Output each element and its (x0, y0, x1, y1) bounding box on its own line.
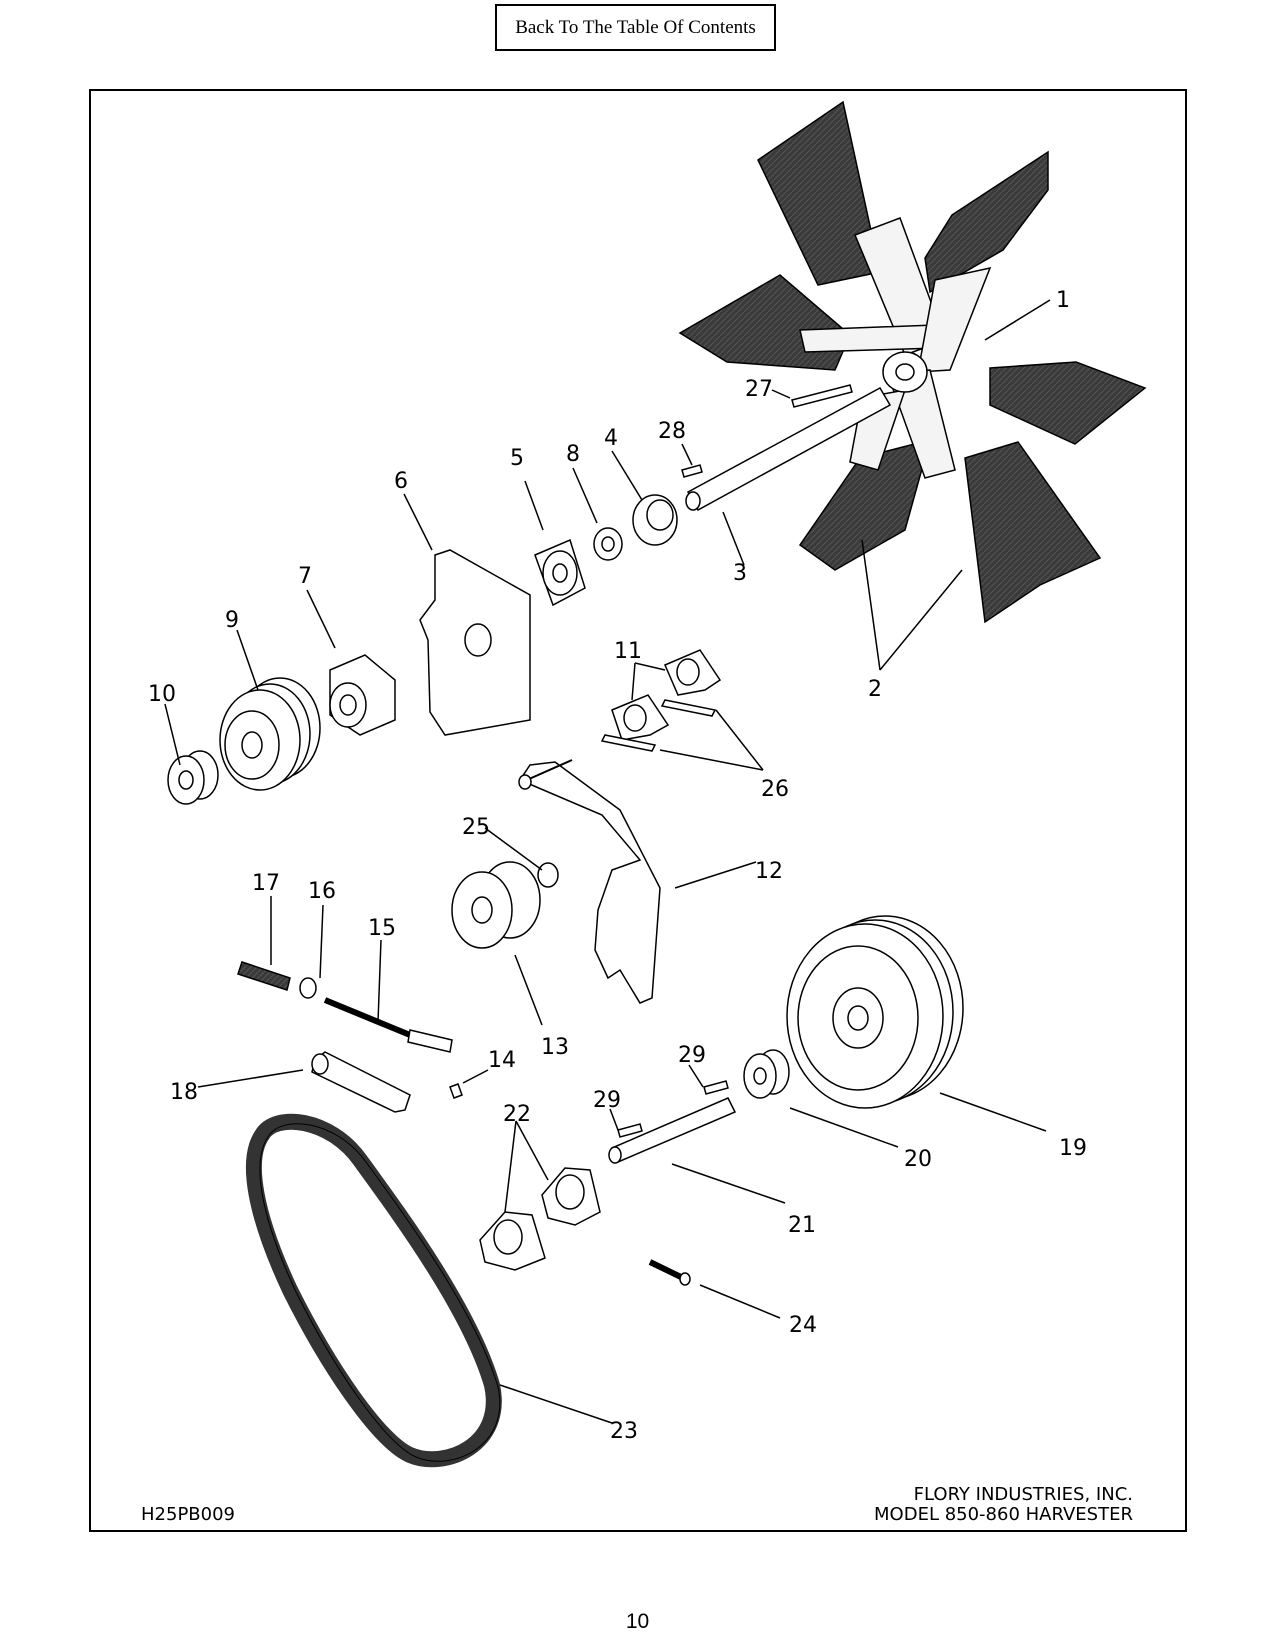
compression-spring (237, 961, 291, 991)
v-belt (245, 1113, 502, 1468)
shaft-key (703, 1080, 729, 1095)
callout-20: 20 (904, 1147, 932, 1172)
shaft-key (681, 464, 703, 478)
fan-paddle (924, 150, 1049, 294)
shaft-key (617, 1123, 643, 1138)
callout-6: 6 (394, 469, 408, 494)
taper-bushing (167, 750, 219, 805)
spring-washer (299, 977, 317, 999)
callout-21: 21 (788, 1213, 816, 1238)
company-name: FLORY INDUSTRIES, INC. (914, 1484, 1133, 1505)
callout-29: 29 (593, 1088, 621, 1113)
callout-11: 11 (614, 639, 642, 664)
jackshaft (608, 1080, 737, 1164)
tensioner-parts (237, 961, 463, 1113)
fan-shaft-group (534, 384, 892, 607)
fan-paddle-assembly (678, 100, 1147, 624)
fan-spider-arm (917, 266, 992, 373)
tension-cylinder (311, 1051, 411, 1113)
driven-sheave (743, 915, 964, 1109)
callout-4: 4 (604, 426, 618, 451)
callout-29: 29 (678, 1043, 706, 1068)
shim-plate (600, 734, 657, 752)
fan-paddle (989, 361, 1147, 445)
fan-spider-arm (799, 324, 939, 353)
callout-26: 26 (761, 777, 789, 802)
callout-12: 12 (755, 859, 783, 884)
callout-10: 10 (148, 682, 176, 707)
title-block: H25PB009 FLORY INDUSTRIES, INC. MODEL 85… (141, 1484, 1133, 1525)
callout-8: 8 (566, 442, 580, 467)
flange-bearing-rear (329, 654, 396, 736)
fan-paddle (678, 274, 851, 371)
fan-paddle (757, 100, 881, 286)
lower-pillow-blocks (479, 1167, 601, 1271)
callout-25: 25 (462, 815, 490, 840)
callout-28: 28 (658, 419, 686, 444)
callout-9: 9 (225, 608, 239, 633)
spacer (537, 862, 559, 888)
callout-22: 22 (503, 1102, 531, 1127)
drive-pulley (219, 677, 321, 791)
leader-lines (164, 299, 1051, 1424)
callout-23: 23 (610, 1419, 638, 1444)
callout-18: 18 (170, 1080, 198, 1105)
idler-arm-bracket (518, 759, 661, 1004)
page-number: 10 (625, 1610, 650, 1633)
callout-15: 15 (368, 916, 396, 941)
callout-19: 19 (1059, 1136, 1087, 1161)
idler-pulley (451, 861, 559, 949)
back-to-toc-link[interactable]: Back To The Table Of Contents (495, 4, 776, 51)
model-name: MODEL 850-860 HARVESTER (874, 1504, 1133, 1525)
callout-1: 1 (1056, 288, 1070, 313)
fan-paddle (964, 441, 1102, 624)
shim-plate (660, 699, 717, 717)
roll-pin (449, 1083, 463, 1099)
bearing-mount-plate (419, 549, 531, 736)
callout-5: 5 (510, 446, 524, 471)
callout-13: 13 (541, 1035, 569, 1060)
callout-24: 24 (789, 1313, 817, 1338)
callout-27: 27 (745, 377, 773, 402)
callout-14: 14 (488, 1048, 516, 1073)
drawing-frame (89, 89, 1187, 1532)
callout-2: 2 (868, 677, 882, 702)
bolt (648, 1259, 685, 1281)
callout-7: 7 (298, 564, 312, 589)
drawing-id: H25PB009 (141, 1504, 235, 1525)
callout-17: 17 (252, 871, 280, 896)
callout-16: 16 (308, 879, 336, 904)
callout-labels: 1 2 3 4 5 6 7 8 9 10 11 12 13 14 15 16 1… (148, 288, 1087, 1444)
shaft-key (791, 384, 853, 408)
tension-rod (323, 997, 412, 1038)
callout-3: 3 (733, 561, 747, 586)
pillow-block-bearings (600, 649, 722, 752)
